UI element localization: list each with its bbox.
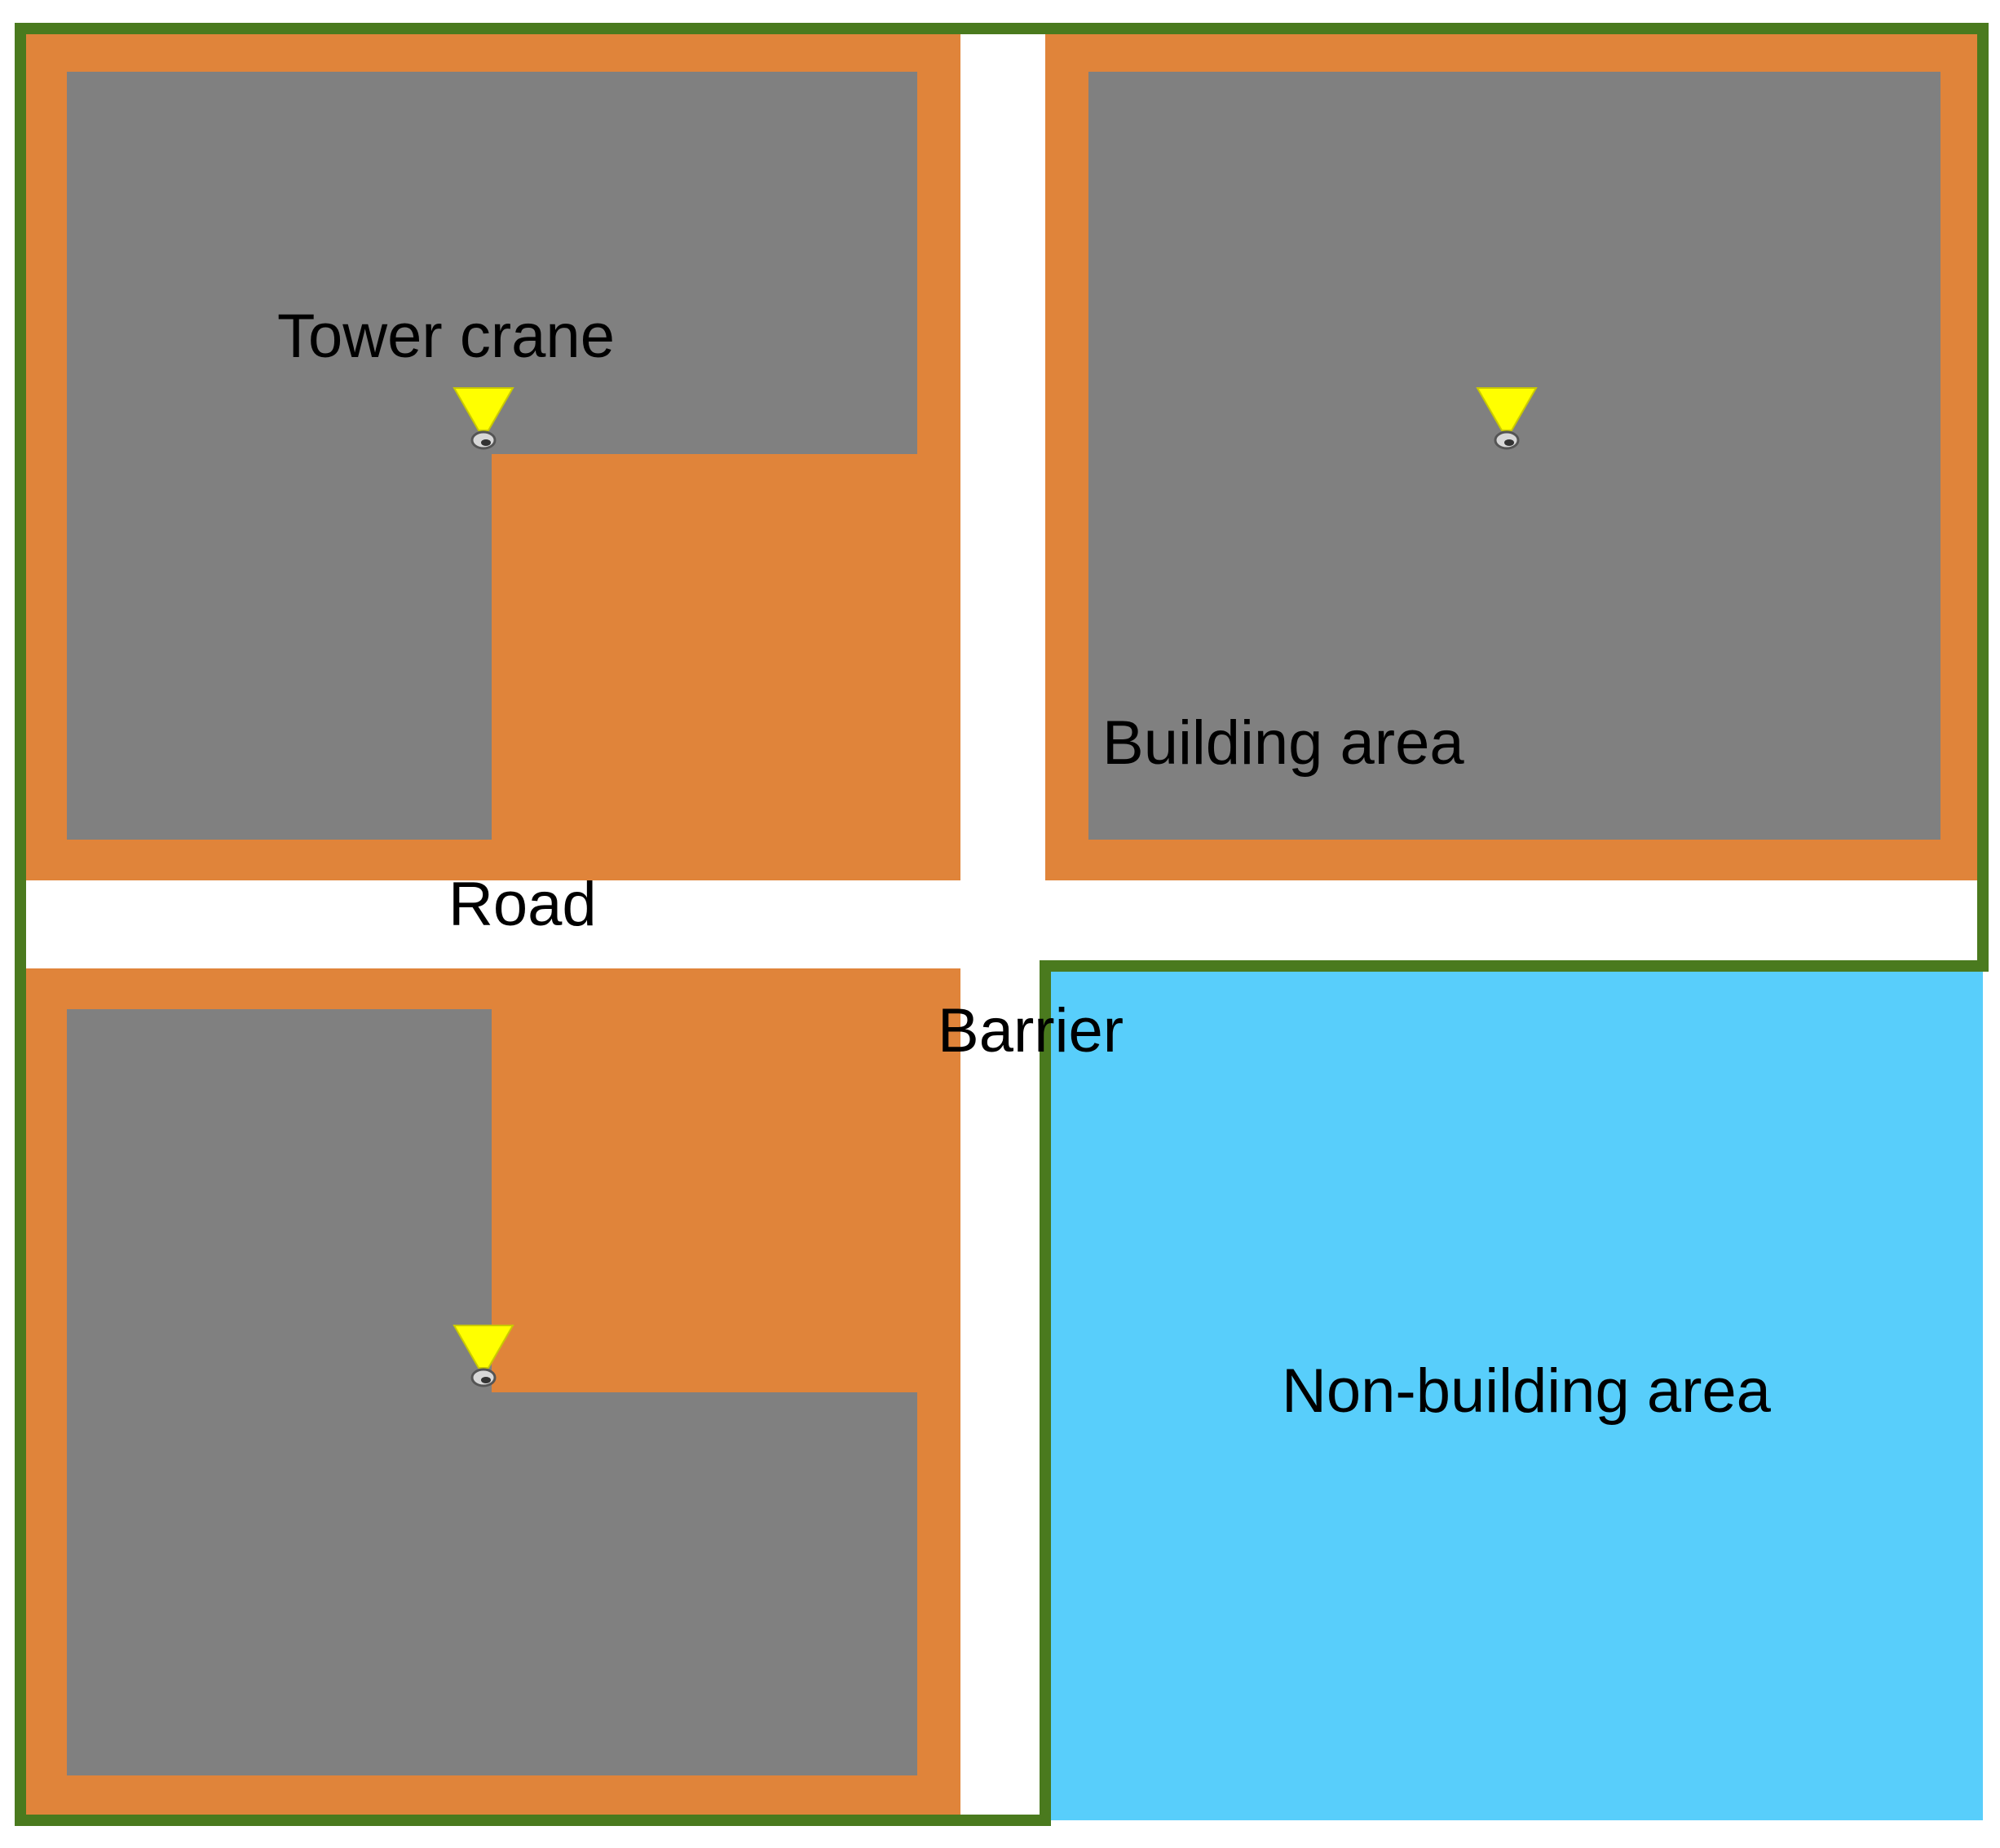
- label-building-area: Building area: [1102, 708, 1464, 778]
- label-barrier: Barrier: [938, 996, 1124, 1065]
- non-building-area: [1045, 968, 1983, 1820]
- label-non-building-area: Non-building area: [1282, 1356, 1772, 1426]
- building-area-bottom-left: [67, 1009, 917, 1775]
- building-area-top-left: [67, 72, 917, 840]
- building-area-top-right: [1088, 72, 1940, 840]
- label-tower-crane: Tower crane: [277, 302, 615, 371]
- barrier-fence: [15, 23, 1989, 1826]
- label-road: Road: [448, 870, 597, 939]
